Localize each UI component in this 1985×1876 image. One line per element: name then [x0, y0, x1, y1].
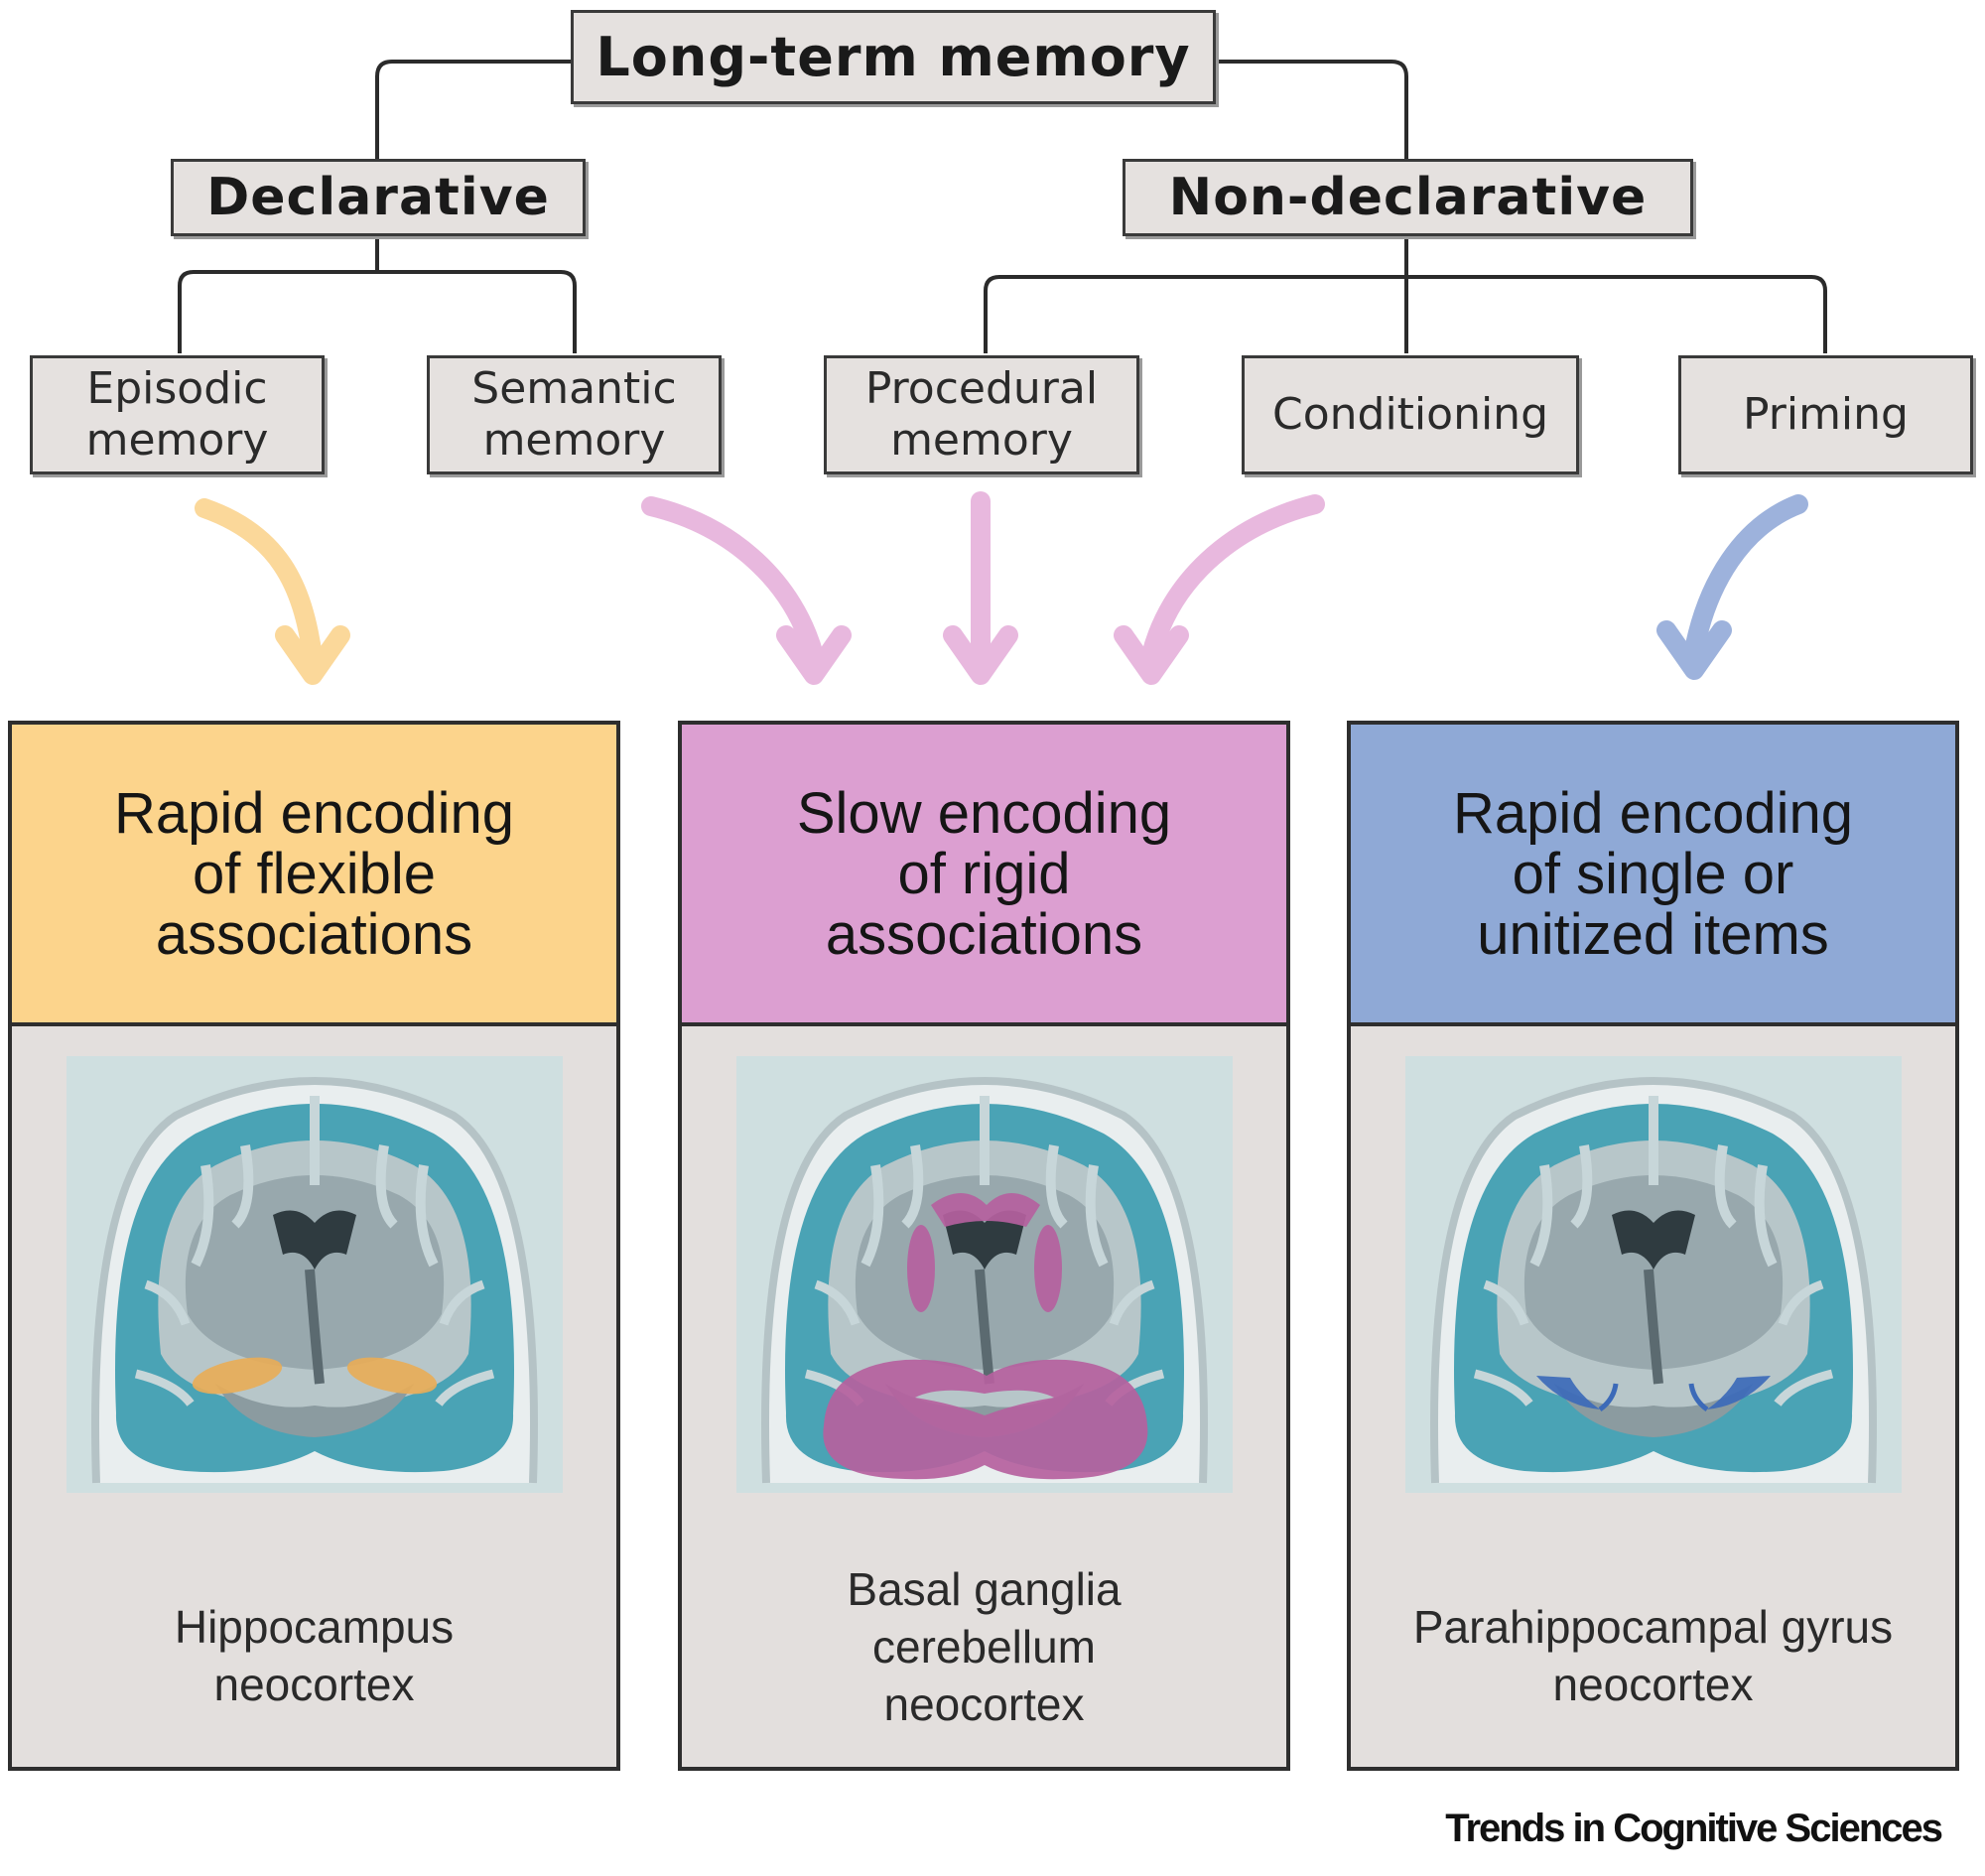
panel-hippocampal-regions: Hippocampus neocortex: [174, 1601, 455, 1710]
arrow-priming: [1656, 494, 1808, 680]
panel-parahippocampal-heading: Rapid encoding of single or unitized ite…: [1452, 780, 1854, 967]
brain-scan-parahippocampal-gyrus: [1405, 1056, 1902, 1493]
panel-parahippocampal-regions: Parahippocampal gyrus neocortex: [1412, 1601, 1894, 1710]
connector-nondeclarative-types: [984, 236, 1827, 353]
panel-basal-ganglia: Slow encoding of rigid associations Basa…: [678, 721, 1290, 1771]
arrow-procedural: [943, 491, 1018, 685]
arrow-conditioning: [1114, 494, 1325, 685]
brain-scan-basal-ganglia-cerebellum: [736, 1056, 1233, 1493]
category-declarative-label: Declarative: [206, 168, 550, 227]
root-node-long-term-memory: Long-term memory: [571, 10, 1216, 104]
type-priming: Priming: [1678, 355, 1973, 474]
type-conditioning: Conditioning: [1242, 355, 1579, 474]
panel-basal-ganglia-heading: Slow encoding of rigid associations: [796, 780, 1172, 967]
arrow-episodic: [195, 498, 350, 685]
type-priming-label: Priming: [1743, 389, 1909, 440]
panel-parahippocampal-header: Rapid encoding of single or unitized ite…: [1351, 725, 1955, 1026]
panel-basal-ganglia-header: Slow encoding of rigid associations: [682, 725, 1286, 1026]
type-semantic-label: Semantic memory: [471, 363, 677, 466]
panel-hippocampal: Rapid encoding of flexible associations …: [8, 721, 620, 1771]
type-episodic-label: Episodic memory: [85, 363, 269, 466]
panel-parahippocampal: Rapid encoding of single or unitized ite…: [1347, 721, 1959, 1771]
connector-root-declarative: [375, 60, 571, 164]
type-semantic-memory: Semantic memory: [427, 355, 722, 474]
connector-root-nondeclarative: [1216, 60, 1408, 164]
panel-basal-ganglia-regions: Basal ganglia cerebellum neocortex: [847, 1563, 1122, 1730]
type-episodic-memory: Episodic memory: [30, 355, 325, 474]
category-non-declarative: Non-declarative: [1123, 159, 1693, 236]
type-procedural-memory: Procedural memory: [824, 355, 1139, 474]
panel-hippocampal-heading: Rapid encoding of flexible associations: [113, 780, 515, 967]
root-label: Long-term memory: [596, 26, 1191, 88]
brain-scan-hippocampus: [66, 1056, 563, 1493]
panel-hippocampal-header: Rapid encoding of flexible associations: [12, 725, 616, 1026]
category-non-declarative-label: Non-declarative: [1168, 168, 1648, 227]
arrow-semantic: [641, 496, 852, 685]
connector-declarative-types: [178, 236, 577, 353]
journal-credit: Trends in Cognitive Sciences: [1445, 1807, 1943, 1850]
type-procedural-label: Procedural memory: [864, 363, 1099, 466]
type-conditioning-label: Conditioning: [1271, 389, 1548, 440]
category-declarative: Declarative: [171, 159, 586, 236]
